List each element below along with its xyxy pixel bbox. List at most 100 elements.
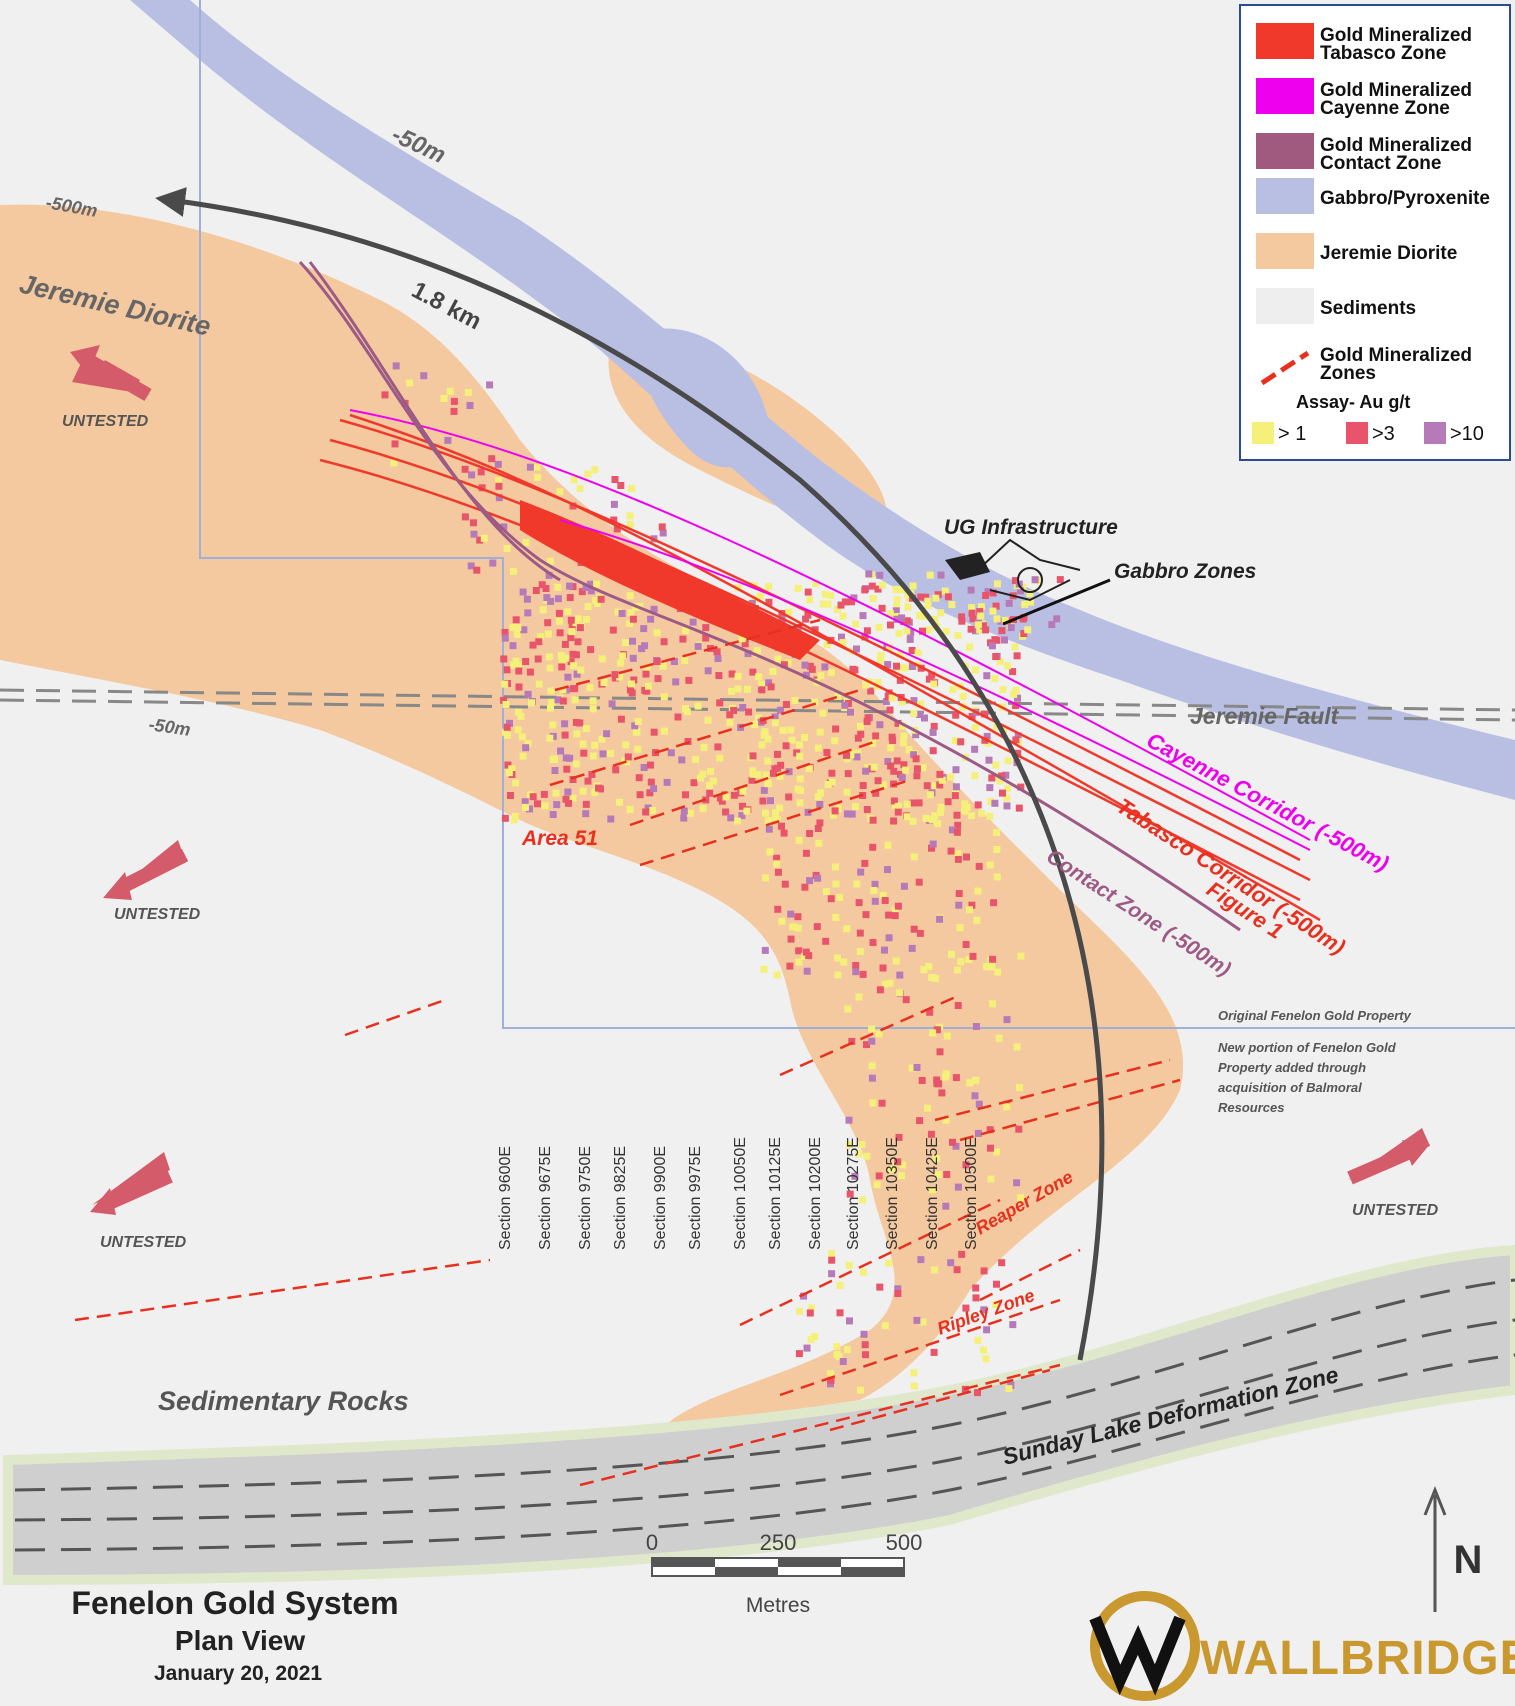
map-subtitle: Plan View [175,1625,305,1656]
section-labels: Section 9600E Section 9675E Section 9750E S… [497,1137,980,1250]
gabbro-band [130,0,1515,800]
jeremie-diorite-body [0,204,1184,1430]
gold-zone-segment [549,688,861,787]
legend-swatch-gold-zones [1260,350,1310,386]
assay-label-0: > 1 [1278,423,1306,445]
assay-swatch-1 [1346,422,1368,444]
label-untested-e: UNTESTED [1352,1202,1439,1219]
label-area-51: Area 51 [521,827,598,850]
section-label: Section 9900E [652,1146,669,1250]
label-original-property: Original Fenelon Gold Property [1218,1008,1412,1023]
legend-label-4: Jeremie Diorite [1320,243,1457,264]
legend-label-2: Gold Mineralized [1320,135,1472,156]
assay-title: Assay- Au g/t [1296,392,1410,412]
untested-arrow-shapes [84,353,1413,1212]
label-ug-infrastructure: UG Infrastructure [944,516,1118,539]
wallbridge-logo: WALLBRIDGE [1089,1591,1515,1701]
legend-label-1: Gold Mineralized [1320,80,1472,101]
cayenne-corridor-lines [349,409,1311,851]
assay-swatch-2 [1424,422,1446,444]
gold-zone-segment [739,1198,1001,1327]
deformation-dash-1 [14,1278,1515,1492]
section-label: Section 10425E [924,1137,941,1250]
gold-zone-segment [579,1363,1061,1487]
jeremie-fault [0,688,1515,712]
section-label: Section 10050E [732,1137,749,1250]
ug-infrastructure-icon [945,538,1111,626]
scale-tick-0: 0 [646,1530,658,1555]
deformation-dash-3 [14,1353,1515,1552]
gold-zone-segment [554,618,821,692]
gold-zone-segment [779,1298,1061,1397]
scale-bar: 0 250 500 Metres [646,1530,922,1617]
gold-zone-segment [629,738,881,827]
gold-zone-segment [959,1078,1181,1142]
tabasco-core [520,500,820,660]
distance-arc-arrow [155,187,1105,1361]
legend-label-3: Gabbro/Pyroxenite [1320,188,1490,209]
section-label: Section 10125E [767,1137,784,1250]
section-label: Section 10200E [807,1137,824,1250]
label-new-portion-1: New portion of Fenelon Gold [1218,1040,1397,1055]
section-label: Section 9675E [537,1146,554,1250]
section-label: Section 10275E [845,1137,862,1250]
legend-label-6-line2: Zones [1320,363,1376,384]
label-new-portion-4: Resources [1218,1100,1284,1115]
map-date: January 20, 2021 [154,1662,322,1685]
assay-swatch-0 [1252,422,1274,444]
label-untested-w2: UNTESTED [100,1234,187,1251]
sunday-lake-deformation-zone [2,1244,1515,1586]
legend-swatch-4 [1256,233,1314,269]
gold-zone-segment [934,1058,1171,1122]
label-new-portion-2: Property added through [1218,1060,1366,1075]
logo-text: WALLBRIDGE [1200,1632,1515,1685]
scale-tick-250: 250 [760,1530,797,1555]
legend-label-5: Sediments [1320,298,1416,319]
legend-swatch-2 [1256,133,1314,169]
section-label: Section 10350E [884,1137,901,1250]
scale-tick-500: 500 [886,1530,923,1555]
jeremie-fault-2 [0,698,1515,722]
legend-label-0-line2: Tabasco Zone [1320,43,1446,64]
label-untested-w1: UNTESTED [114,906,201,923]
label-untested-nw: UNTESTED [62,413,149,430]
legend-swatch-3 [1256,178,1314,214]
north-arrow: N [1423,1485,1483,1612]
legend-swatch-5 [1256,288,1314,324]
assay-label-2: >10 [1450,423,1484,445]
map-title: Fenelon Gold System [71,1585,398,1621]
legend-label-1-line2: Cayenne Zone [1320,98,1450,119]
legend-label-6: Gold Mineralized [1320,345,1472,366]
gold-zone-segment [779,993,961,1077]
assay-label-1: >3 [1372,423,1395,445]
deformation-dash-2 [14,1318,1515,1522]
gold-zone-segment [829,1368,1051,1432]
scale-unit: Metres [746,1594,810,1617]
section-label: Section 9975E [687,1146,704,1250]
label-jeremie-fault: Jeremie Fault [1190,703,1340,729]
label-new-portion-3: acquisition of Balmoral [1218,1080,1362,1095]
section-label: Section 9600E [497,1146,514,1250]
section-label: Section 9825E [612,1146,629,1250]
untested-arrow-heads [70,345,1430,1215]
section-label: Section 10500E [963,1137,980,1250]
legend-label-0: Gold Mineralized [1320,25,1472,46]
section-label: Section 9750E [577,1146,594,1250]
gold-mineralized-zones [74,618,1181,1487]
legend-swatch-1 [1256,78,1314,114]
gold-zone-segment [344,998,446,1037]
label-sedimentary-rocks: Sedimentary Rocks [158,1386,409,1416]
contact-zone-lines [298,260,1241,932]
legend-swatch-0 [1256,23,1314,59]
gold-zone-segment [979,1248,1081,1302]
north-label: N [1454,1538,1483,1582]
untested-arrow-w2 [92,1152,170,1205]
original-property-boundary [199,0,1515,1029]
gold-zone-segment [74,1258,491,1322]
gold-zone-segment [639,778,911,867]
assay-samples [381,362,1064,1397]
label-gabbro-zones: Gabbro Zones [1114,560,1256,583]
legend-label-2-line2: Contact Zone [1320,153,1441,174]
